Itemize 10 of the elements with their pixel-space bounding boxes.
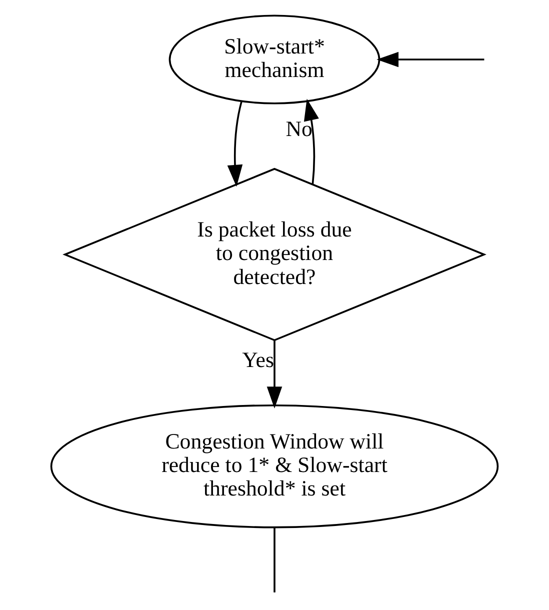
arrow <box>266 340 282 408</box>
edge-label: Yes <box>242 348 274 372</box>
edge-label: No <box>286 116 312 141</box>
connector <box>274 527 276 592</box>
node-ellipse: Slow-start* mechanism <box>168 14 380 104</box>
arrow <box>304 98 319 184</box>
arrow <box>376 52 484 68</box>
node-diamond: Is packet loss due to congestion detected? <box>62 168 486 342</box>
arrow <box>227 101 243 187</box>
node-ellipse: Congestion Window will reduce to 1* & Slow-start threshold* is set <box>50 404 499 528</box>
